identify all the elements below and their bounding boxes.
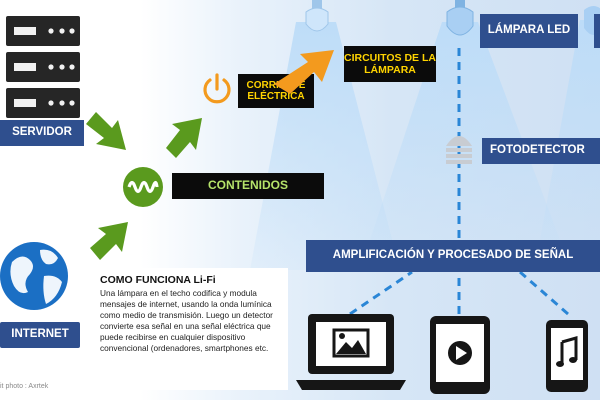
light-beam: [370, 22, 560, 240]
green-arrows: [86, 112, 202, 260]
photodetector-icon: [446, 136, 472, 164]
orange-arrow: [274, 50, 334, 94]
fotodetector-label: FOTODETECTOR: [482, 138, 600, 164]
light-bulb-icon: [446, 0, 474, 36]
phone-music-icon: [546, 320, 588, 392]
lampara-label: LÁMPARA LED: [480, 14, 578, 48]
contenidos-label: CONTENIDOS: [172, 173, 324, 199]
lampara-label-edge: [594, 14, 600, 48]
power-icon: [203, 73, 231, 104]
arrow-power-to-circuits: [274, 50, 334, 94]
amplificacion-label: AMPLIFICACIÓN Y PROCESADO DE SEÑAL: [306, 240, 600, 272]
photo-credit: it photo : Axrtek: [0, 383, 49, 390]
servidor-label: SERVIDOR: [0, 120, 84, 146]
arrow-content-to-power: [166, 118, 202, 158]
server-icon: [6, 16, 80, 118]
internet-label: INTERNET: [0, 322, 80, 348]
tablet-play-icon: [430, 316, 490, 394]
light-beam: [540, 20, 600, 240]
globe-icon: [0, 242, 68, 310]
light-bulb-icon: [305, 0, 329, 32]
description-title: COMO FUNCIONA Li-Fi: [100, 274, 216, 286]
description-box: COMO FUNCIONA Li-Fi Una lámpara en el te…: [92, 268, 288, 390]
circuitos-label: CIRCUITOS DE LA LÁMPARA: [344, 46, 436, 82]
wave-signal-icon: [123, 167, 163, 207]
arrow-server-to-content: [86, 112, 126, 150]
arrow-internet-to-content: [90, 222, 128, 260]
description-body: Una lámpara en el techo codifica y modul…: [100, 288, 273, 353]
laptop-image-icon: [296, 314, 406, 390]
